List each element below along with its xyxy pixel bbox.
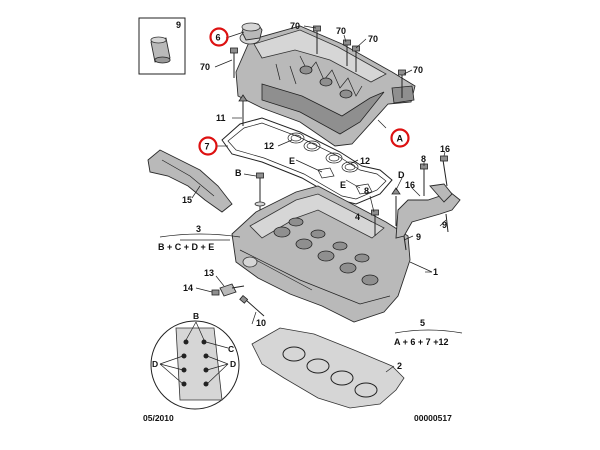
spark-plug-seals-12 — [287, 132, 359, 173]
plug-14 — [211, 289, 220, 296]
inset-label-C: C — [228, 344, 234, 354]
part-labels: 6 7 A 70 70 70 70 70 11 12 12 E E B 15 D… — [182, 21, 450, 371]
label-D: D — [398, 170, 405, 180]
label-2: 2 — [397, 361, 402, 371]
cover-ribs — [275, 55, 363, 99]
label-11: 11 — [216, 113, 226, 123]
tightening-sequence-inset: B C D D — [150, 311, 240, 410]
inset-label-D-right: D — [230, 359, 236, 369]
label-7: 7 — [205, 142, 210, 152]
label-12-right: 12 — [360, 156, 370, 166]
studs-and-brackets — [371, 155, 461, 251]
formula-3-text: B + C + D + E — [158, 242, 214, 252]
label-10: 10 — [256, 318, 266, 328]
label-6: 6 — [216, 33, 221, 43]
highlight-circle-7 — [198, 136, 218, 156]
cylinder-head — [231, 185, 411, 323]
oil-filler-cap — [241, 22, 263, 41]
label-70-top-c: 70 — [368, 34, 378, 44]
heat-shield-15 — [147, 149, 233, 213]
cover-bolts-70 — [230, 25, 406, 98]
label-3: 3 — [196, 224, 201, 234]
formula-5-text: A + 6 + 7 +12 — [394, 337, 448, 347]
label-70-top-a: 70 — [290, 21, 300, 31]
label-1: 1 — [433, 267, 438, 277]
label-E-left: E — [289, 156, 295, 166]
inset-label-D-left: D — [152, 359, 158, 369]
label-B: B — [235, 168, 242, 178]
bolt-10 — [239, 294, 265, 317]
label-9-right: 9 — [442, 220, 447, 230]
label-12-left: 12 — [264, 141, 274, 151]
label-15: 15 — [182, 195, 192, 205]
label-5: 5 — [420, 318, 425, 328]
bolt-70-d — [230, 47, 238, 78]
formula-5: 5 A + 6 + 7 +12 — [394, 318, 463, 347]
sleeve-part-image — [150, 36, 171, 64]
camshaft-journals — [273, 217, 379, 286]
label-E-right: E — [340, 180, 346, 190]
seals-E — [317, 167, 373, 195]
label-16-mid: 16 — [405, 180, 415, 190]
leader-lines — [180, 25, 447, 373]
label-9-mid: 9 — [416, 232, 421, 242]
label-16-top: 16 — [440, 144, 450, 154]
highlight-circle-A — [390, 128, 410, 148]
head-gasket-2 — [251, 327, 405, 409]
bolt-9-lower — [403, 235, 407, 251]
valve-cover-gasket-7 — [221, 117, 393, 205]
inset-leaders — [159, 321, 229, 385]
valve-cover — [235, 25, 416, 147]
label-70-right: 70 — [413, 65, 423, 75]
label-8-mid: 8 — [364, 186, 369, 196]
label-13: 13 — [204, 268, 214, 278]
footer-date: 05/2010 — [143, 413, 174, 423]
label-4: 4 — [355, 212, 360, 222]
label-A: A — [397, 134, 404, 144]
bolt-70-c — [352, 45, 360, 72]
bolt-9-right — [445, 213, 449, 233]
stud-11 — [238, 94, 248, 126]
footer-ref: 00000517 — [414, 413, 452, 423]
inset-bolt-holes — [181, 339, 209, 387]
label-70-left: 70 — [200, 62, 210, 72]
formula-3: 3 B + C + D + E — [158, 224, 241, 252]
sensor-13 — [219, 283, 245, 297]
highlight-circle-6 — [209, 27, 229, 47]
bolt-70-a — [313, 25, 321, 54]
bolt-70-b — [343, 39, 351, 66]
head-bolt-B — [254, 172, 266, 212]
part-9-inset-box: 9 — [138, 17, 186, 75]
inset-label-B: B — [193, 311, 199, 321]
label-70-top-b: 70 — [336, 26, 346, 36]
label-8-top: 8 — [421, 154, 426, 164]
bolt-70-e — [398, 69, 406, 98]
label-9-box: 9 — [176, 20, 181, 30]
label-14: 14 — [183, 283, 193, 293]
